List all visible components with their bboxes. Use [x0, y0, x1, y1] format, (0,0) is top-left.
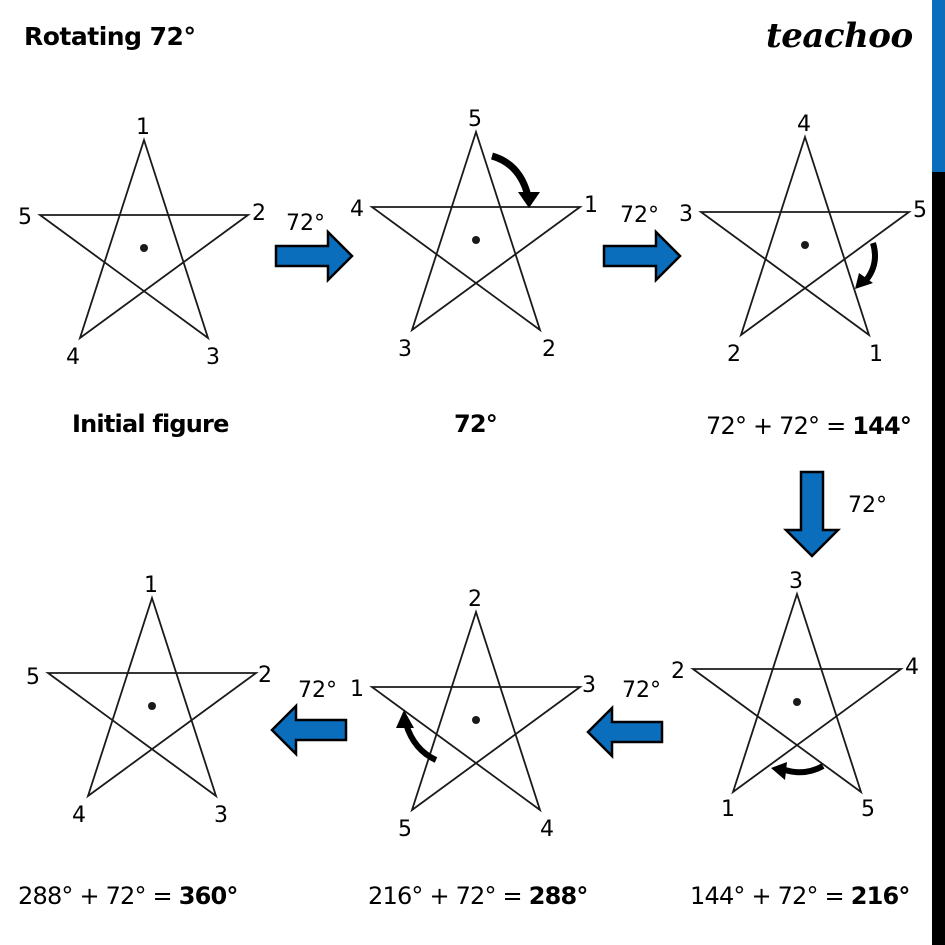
vertex-label-top: 5	[468, 107, 482, 132]
center-dot	[148, 702, 156, 710]
vertex-label-bottom-right: 2	[542, 337, 556, 362]
star-figure-216: 3 4 5 1 2	[671, 569, 919, 822]
caption-360: 288° + 72° = 360°	[18, 882, 238, 910]
vertex-label-right: 1	[584, 193, 598, 218]
center-dot	[793, 698, 801, 706]
caption-bold: 72°	[454, 410, 498, 438]
star-figure-initial: 1 2 3 4 5	[18, 115, 266, 370]
vertex-label-left: 5	[26, 665, 40, 690]
side-bar-black	[932, 172, 945, 945]
caption-288: 216° + 72° = 288°	[368, 882, 588, 910]
caption-bold: Initial figure	[72, 410, 229, 438]
star-figure-288: 2 3 4 5 1	[350, 587, 596, 842]
transition-arrow-right-icon: 72°	[274, 211, 354, 284]
vertex-label-top: 1	[144, 573, 158, 598]
caption-plain: 144° + 72° =	[690, 882, 851, 910]
vertex-label-right: 3	[582, 673, 596, 698]
vertex-label-right: 5	[913, 198, 927, 223]
vertex-label-left: 1	[350, 677, 364, 702]
caption-72: 72°	[454, 410, 498, 438]
vertex-label-bottom-left: 1	[721, 797, 735, 822]
caption-216: 144° + 72° = 216°	[690, 882, 910, 910]
vertex-label-bottom-left: 4	[72, 803, 86, 828]
vertex-label-bottom-left: 3	[398, 337, 412, 362]
caption-plain: 72° + 72° =	[706, 412, 853, 440]
caption-bold: 288°	[528, 882, 589, 910]
star-figure-360: 1 2 3 4 5	[26, 573, 272, 828]
vertex-label-bottom-left: 4	[66, 345, 80, 370]
vertex-label-top: 3	[789, 569, 803, 594]
rotation-curved-arrow-icon	[855, 242, 878, 289]
transition-label: 72°	[620, 203, 659, 228]
transition-label: 72°	[286, 211, 325, 236]
center-dot	[801, 241, 809, 249]
vertex-label-bottom-right: 4	[540, 817, 554, 842]
transition-arrow-right-icon: 72°	[602, 203, 682, 284]
star-figure-72: 5 1 2 3 4	[350, 107, 598, 362]
rotation-curved-arrow-icon	[396, 710, 438, 763]
caption-bold: 216°	[850, 882, 911, 910]
vertex-label-bottom-right: 3	[206, 345, 220, 370]
vertex-label-top: 2	[468, 587, 482, 612]
vertex-label-right: 2	[258, 663, 272, 688]
transition-arrow-down-icon: 72°	[782, 470, 887, 558]
vertex-label-left: 4	[350, 197, 364, 222]
caption-plain: 216° + 72° =	[368, 882, 529, 910]
side-bar-blue	[932, 0, 945, 172]
caption-bold: 360°	[178, 882, 239, 910]
transition-arrow-left-icon: 72°	[586, 678, 664, 760]
rotation-curved-arrow-icon	[771, 762, 825, 780]
transition-label: 72°	[848, 493, 887, 518]
center-dot	[472, 716, 480, 724]
vertex-label-bottom-left: 5	[398, 817, 412, 842]
transition-arrow-left-icon: 72°	[270, 678, 348, 758]
caption-bold: 144°	[852, 412, 912, 440]
rotation-curved-arrow-icon	[490, 152, 540, 208]
vertex-label-left: 2	[671, 659, 685, 684]
vertex-label-bottom-right: 5	[861, 797, 875, 822]
vertex-label-right: 4	[905, 655, 919, 680]
page-title: Rotating 72°	[24, 22, 196, 51]
transition-label: 72°	[622, 678, 661, 703]
center-dot	[140, 244, 148, 252]
vertex-label-bottom-left: 2	[727, 342, 741, 367]
vertex-label-top: 1	[136, 115, 150, 140]
vertex-label-bottom-right: 3	[214, 803, 228, 828]
vertex-label-bottom-right: 1	[869, 342, 883, 367]
caption-plain: 288° + 72° =	[18, 882, 179, 910]
caption-144: 72° + 72° = 144°	[706, 412, 912, 440]
center-dot	[472, 236, 480, 244]
star-figure-144: 4 5 1 2 3	[679, 112, 927, 367]
vertex-label-left: 3	[679, 202, 693, 227]
caption-initial: Initial figure	[72, 410, 229, 438]
teachoo-logo: teachoo	[766, 16, 913, 56]
vertex-label-top: 4	[797, 112, 811, 137]
transition-label: 72°	[298, 678, 337, 703]
vertex-label-right: 2	[252, 201, 266, 226]
vertex-label-left: 5	[18, 205, 32, 230]
